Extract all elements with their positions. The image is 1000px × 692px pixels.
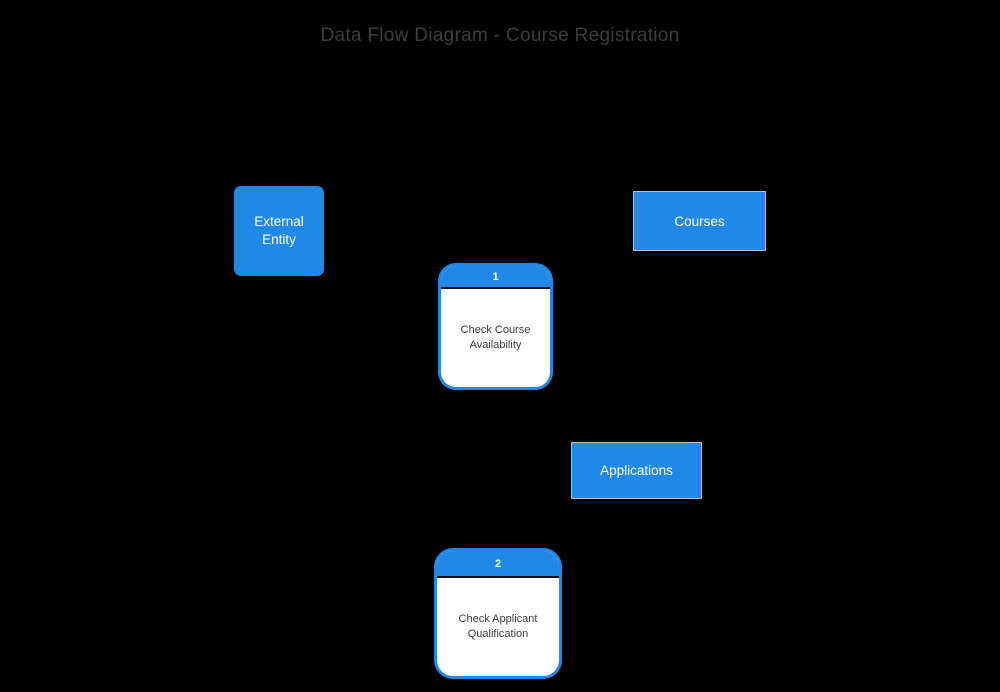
process-1-divider xyxy=(441,287,550,289)
process-check-course-availability: 1 Check Course Availability xyxy=(438,263,553,390)
process-2-number: 2 xyxy=(437,551,559,576)
external-entity-label: External Entity xyxy=(254,213,304,247)
process-1-label: Check Course Availability xyxy=(460,323,531,351)
process-check-applicant-qualification: 2 Check Applicant Qualification xyxy=(434,548,562,679)
external-entity-node: External Entity xyxy=(234,186,324,276)
data-store-courses: Courses xyxy=(633,191,766,251)
data-store-applications-label: Applications xyxy=(600,463,673,478)
process-1-number: 1 xyxy=(441,266,550,287)
data-store-courses-label: Courses xyxy=(674,213,725,229)
process-1-body: Check Course Availability xyxy=(441,289,550,387)
process-2-divider xyxy=(437,576,559,578)
process-2-label: Check Applicant Qualification xyxy=(458,612,538,640)
process-2-body: Check Applicant Qualification xyxy=(437,578,559,676)
data-store-applications: Applications xyxy=(571,442,702,499)
diagram-title: Data Flow Diagram - Course Registration xyxy=(320,25,680,46)
